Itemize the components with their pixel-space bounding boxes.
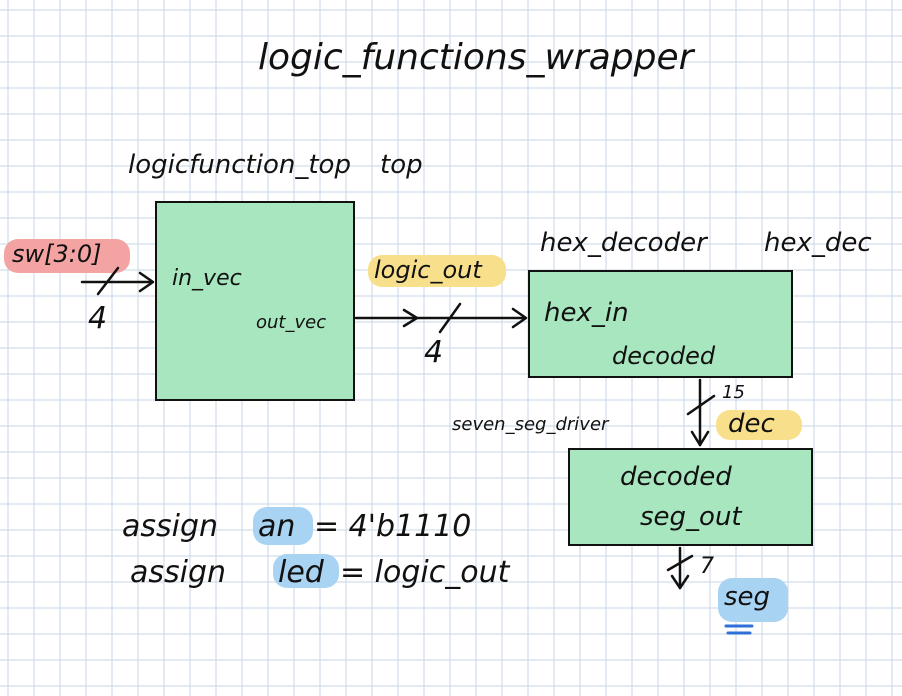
logic-out-signal-label: logic_out	[374, 256, 482, 284]
hex-decoder-block	[528, 270, 793, 378]
an-highlight	[253, 507, 313, 545]
seg-module-name: seven_seg_driver	[452, 414, 609, 435]
diagram-title: logic_functions_wrapper	[258, 37, 694, 78]
decoded-bus-slash	[686, 394, 716, 416]
seg-arrowhead	[670, 574, 690, 590]
logic-out-mid-arrowhead	[402, 308, 419, 328]
assign-an-target: an	[258, 509, 296, 544]
logic-out-highlight	[368, 255, 506, 287]
top-instance-name: top	[380, 150, 423, 180]
sw-width-label: 4	[88, 301, 108, 336]
assign-led-target: led	[278, 555, 324, 590]
decoded-width-label: 15	[722, 382, 745, 403]
logicfunction-top-block	[155, 201, 355, 401]
led-highlight	[273, 554, 339, 588]
hex-output-port: decoded	[612, 342, 716, 370]
decoded-arrowhead	[690, 430, 710, 447]
assign-keyword: assign	[130, 555, 227, 590]
sw-arrowhead	[138, 271, 155, 293]
logic-out-bus-slash	[438, 302, 462, 334]
seg-bus-slash	[666, 554, 694, 572]
assign-led-value: = logic_out	[340, 555, 510, 590]
assign-an-value: = 4'b1110	[314, 509, 472, 544]
hex-instance-name: hex_dec	[764, 228, 872, 258]
sw-bus-slash	[96, 266, 120, 296]
seg-highlight	[718, 578, 788, 622]
top-input-port: in_vec	[172, 266, 242, 291]
seg-output-port: seg_out	[640, 502, 742, 532]
sw-highlight	[4, 239, 130, 273]
logic-out-width-label: 4	[424, 335, 444, 370]
seg-input-port: decoded	[620, 462, 732, 492]
top-module-name: logicfunction_top	[128, 150, 351, 180]
hex-input-port: hex_in	[544, 298, 629, 328]
seven-seg-driver-block	[568, 448, 813, 546]
seg-signal-label: seg	[724, 582, 771, 612]
logic-out-arrowhead	[511, 307, 528, 329]
assign-keyword: assign	[122, 509, 219, 544]
sw-signal-label: sw[3:0]	[12, 240, 102, 268]
top-output-port: out_vec	[256, 312, 327, 333]
dec-highlight	[716, 410, 802, 440]
seg-instance-name: dec	[728, 409, 775, 439]
hex-module-name: hex_decoder	[540, 228, 707, 258]
seg-width-label: 7	[700, 554, 714, 579]
